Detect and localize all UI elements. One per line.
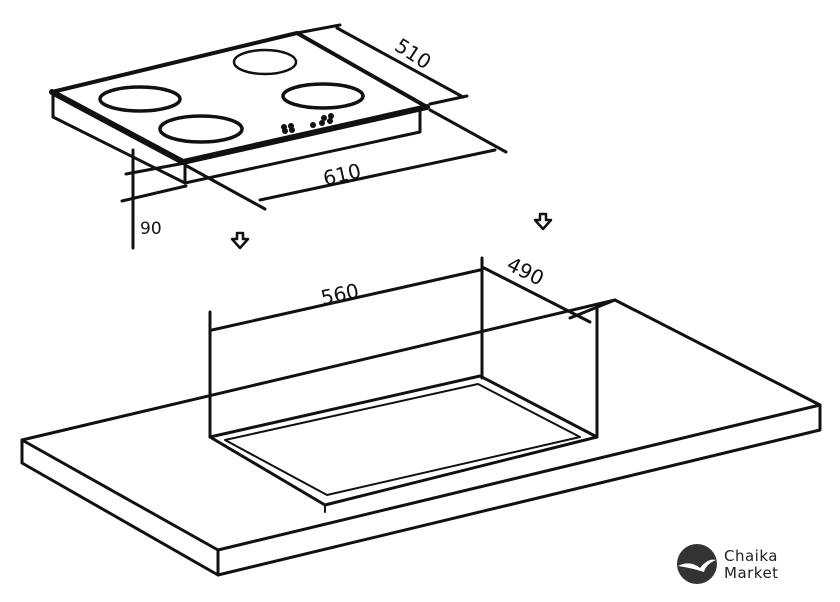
control-knobs xyxy=(281,113,334,134)
dimension-label-610: 610 xyxy=(321,159,364,191)
chaika-market-logo-icon xyxy=(677,544,717,584)
burner-back-right xyxy=(232,48,298,76)
hob-body-front xyxy=(183,108,422,185)
dimension-label-560: 560 xyxy=(319,278,361,309)
hob-body-side xyxy=(51,93,187,185)
burner-back-left xyxy=(98,85,182,113)
logo-line-2: Market xyxy=(724,564,779,582)
hob-front-edge xyxy=(49,89,186,165)
hob xyxy=(49,31,430,185)
placement-arrows xyxy=(230,212,553,250)
down-arrow-icon xyxy=(230,231,250,250)
down-arrow-icon xyxy=(533,212,553,231)
hob-right-edge xyxy=(180,104,430,165)
countertop xyxy=(20,298,822,577)
cutout-opening xyxy=(208,374,599,507)
cutout-dimension-lines xyxy=(208,256,617,439)
dimension-label-490: 490 xyxy=(503,252,548,291)
logo-text: Chaika Market xyxy=(724,548,779,582)
burner-front-right xyxy=(281,82,365,110)
countertop-top-surface xyxy=(20,298,822,552)
logo-line-1: Chaika xyxy=(724,547,778,565)
dimension-label-90: 90 xyxy=(140,219,162,239)
hob-dimension-lines xyxy=(120,23,508,250)
burner-front-left xyxy=(158,114,244,144)
